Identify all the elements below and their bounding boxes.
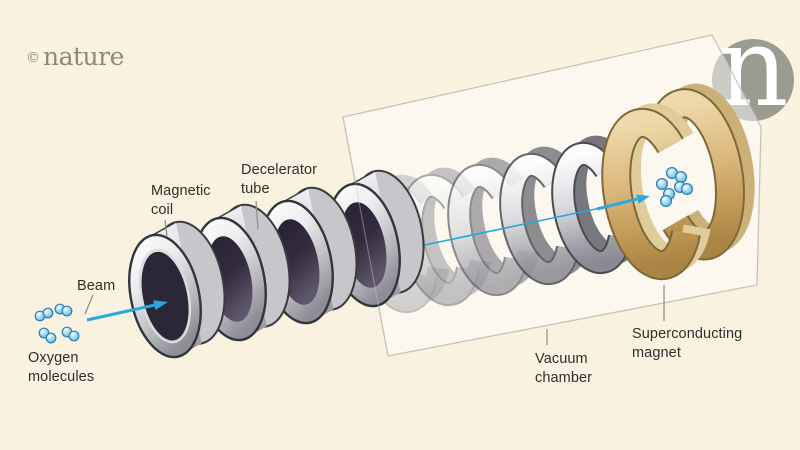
beam-label: Beam [77, 277, 115, 296]
decelerator-tube-assembly [128, 169, 425, 359]
magnetic-coil-line1: Magnetic [151, 183, 211, 199]
decelerator-tube-label: Decelerator tube [241, 161, 317, 199]
chamber-glass-edge [342, 116, 389, 357]
oxygen-molecules-label: Oxygen molecules [28, 349, 94, 387]
decelerator-tube-line2: tube [241, 181, 270, 197]
oxygen-label-line2: molecules [28, 369, 95, 385]
superconducting-magnet-line1: Superconducting [632, 326, 743, 342]
vacuum-chamber-line2: chamber [535, 370, 593, 386]
nature-wordmark: © nature [26, 42, 124, 71]
magnetic-coil-4 [327, 169, 425, 308]
superconducting-magnet-line2: magnet [632, 345, 681, 361]
magnetic-coil-leader [164, 219, 168, 238]
beam-label-text: Beam [77, 278, 116, 294]
magnetic-coil-2 [193, 203, 291, 342]
decelerator-tube-leader [255, 200, 259, 230]
magnetic-coil-line2: coil [151, 202, 174, 218]
copyright-symbol: © [26, 49, 40, 66]
beam-arrow-incoming [86, 300, 168, 322]
beam-arrow-in-magnet [596, 194, 650, 211]
vacuum-chamber-line1: Vacuum [535, 351, 588, 367]
leader-lines [84, 200, 665, 345]
oxygen-molecules [34, 303, 80, 344]
trapped-oxygen-molecules [655, 166, 694, 208]
oxygen-label-line1: Oxygen [28, 350, 79, 366]
beam-leader [84, 294, 94, 315]
superconducting-magnet-label: Superconducting magnet [632, 325, 742, 363]
nature-wordmark-text: nature [43, 42, 124, 71]
decelerator-tube-line1: Decelerator [241, 162, 318, 178]
vacuum-chamber-label: Vacuum chamber [535, 350, 592, 388]
magnetic-coil-1 [128, 220, 226, 359]
magnetic-coil-label: Magnetic coil [151, 182, 211, 220]
